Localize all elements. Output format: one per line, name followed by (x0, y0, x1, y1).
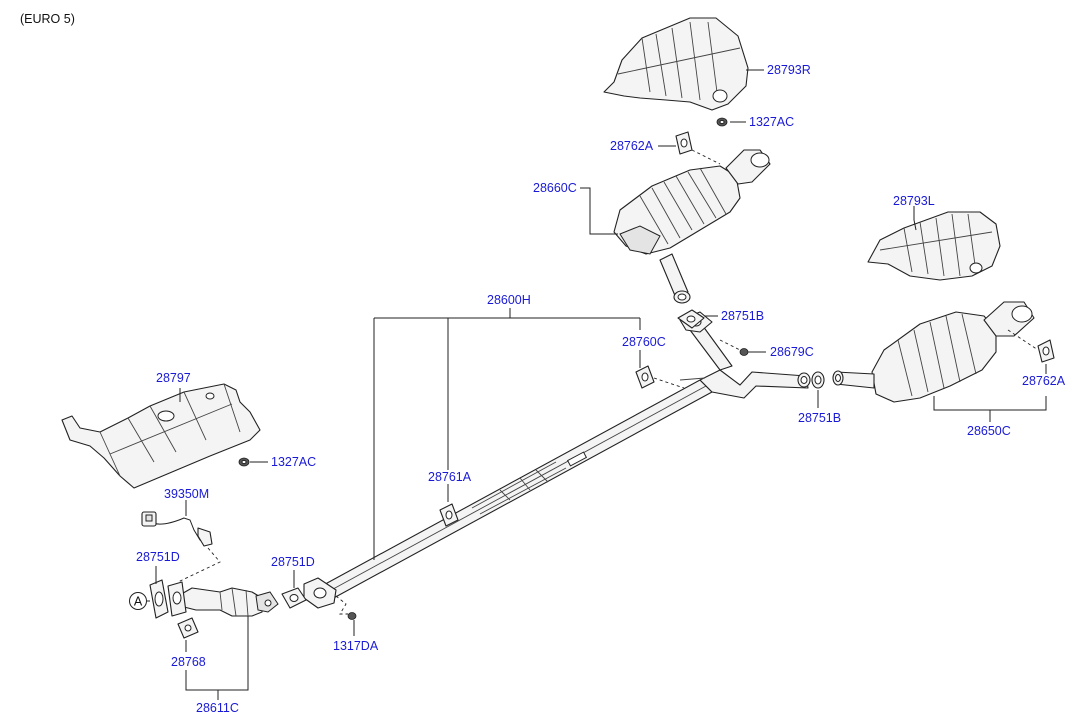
heat-protector-28797 (61, 383, 261, 489)
label-28751B-top[interactable]: 28751B (721, 309, 764, 323)
hanger-28760C (635, 365, 685, 389)
label-28793L[interactable]: 28793L (893, 194, 935, 208)
heat-protector-28793L (867, 211, 1001, 281)
heat-protector-28793R (603, 17, 749, 111)
hanger-28762A-top (675, 131, 721, 165)
nut-1327AC-top (716, 117, 728, 127)
gasket-28751B-top (677, 309, 705, 329)
label-28650C[interactable]: 28650C (967, 424, 1011, 438)
gasket-28751D-left (149, 579, 169, 619)
label-28660C[interactable]: 28660C (533, 181, 577, 195)
gasket-28751B-right (811, 371, 825, 389)
muffler-28660C (613, 149, 771, 304)
label-28679C[interactable]: 28679C (770, 345, 814, 359)
label-28760C[interactable]: 28760C (622, 335, 666, 349)
label-28762A-top[interactable]: 28762A (610, 139, 654, 153)
label-1327AC-left[interactable]: 1327AC (271, 455, 316, 469)
nut-1317DA (335, 595, 357, 620)
callout-marker-label: A (134, 595, 143, 609)
label-1327AC-top[interactable]: 1327AC (749, 115, 794, 129)
front-pipe-28600H (303, 311, 811, 609)
label-28751D-left[interactable]: 28751D (136, 550, 180, 564)
label-28600H[interactable]: 28600H (487, 293, 531, 307)
label-28768[interactable]: 28768 (171, 655, 206, 669)
catalytic-converter-28611C (167, 581, 279, 617)
gasket-28751D-mid (281, 587, 307, 609)
nut-28679C (719, 339, 749, 356)
label-28793R[interactable]: 28793R (767, 63, 811, 77)
label-28797[interactable]: 28797 (156, 371, 191, 385)
label-28762A-right[interactable]: 28762A (1022, 374, 1066, 388)
muffler-28650C (832, 301, 1035, 403)
hanger-28768 (177, 617, 199, 639)
label-1317DA[interactable]: 1317DA (333, 639, 379, 653)
hanger-28761A (439, 503, 459, 527)
oxygen-sensor-39350M (141, 511, 221, 583)
leader-lines (147, 69, 1047, 700)
label-28751B-right[interactable]: 28751B (798, 411, 841, 425)
label-28761A[interactable]: 28761A (428, 470, 472, 484)
variant-note: (EURO 5) (20, 12, 75, 26)
label-28751D-mid[interactable]: 28751D (271, 555, 315, 569)
label-28611C[interactable]: 28611C (196, 701, 239, 715)
nut-1327AC-left (238, 457, 250, 467)
callout-marker-a: A (129, 592, 147, 610)
label-39350M[interactable]: 39350M (164, 487, 209, 501)
hanger-28762A-right (1007, 329, 1055, 363)
